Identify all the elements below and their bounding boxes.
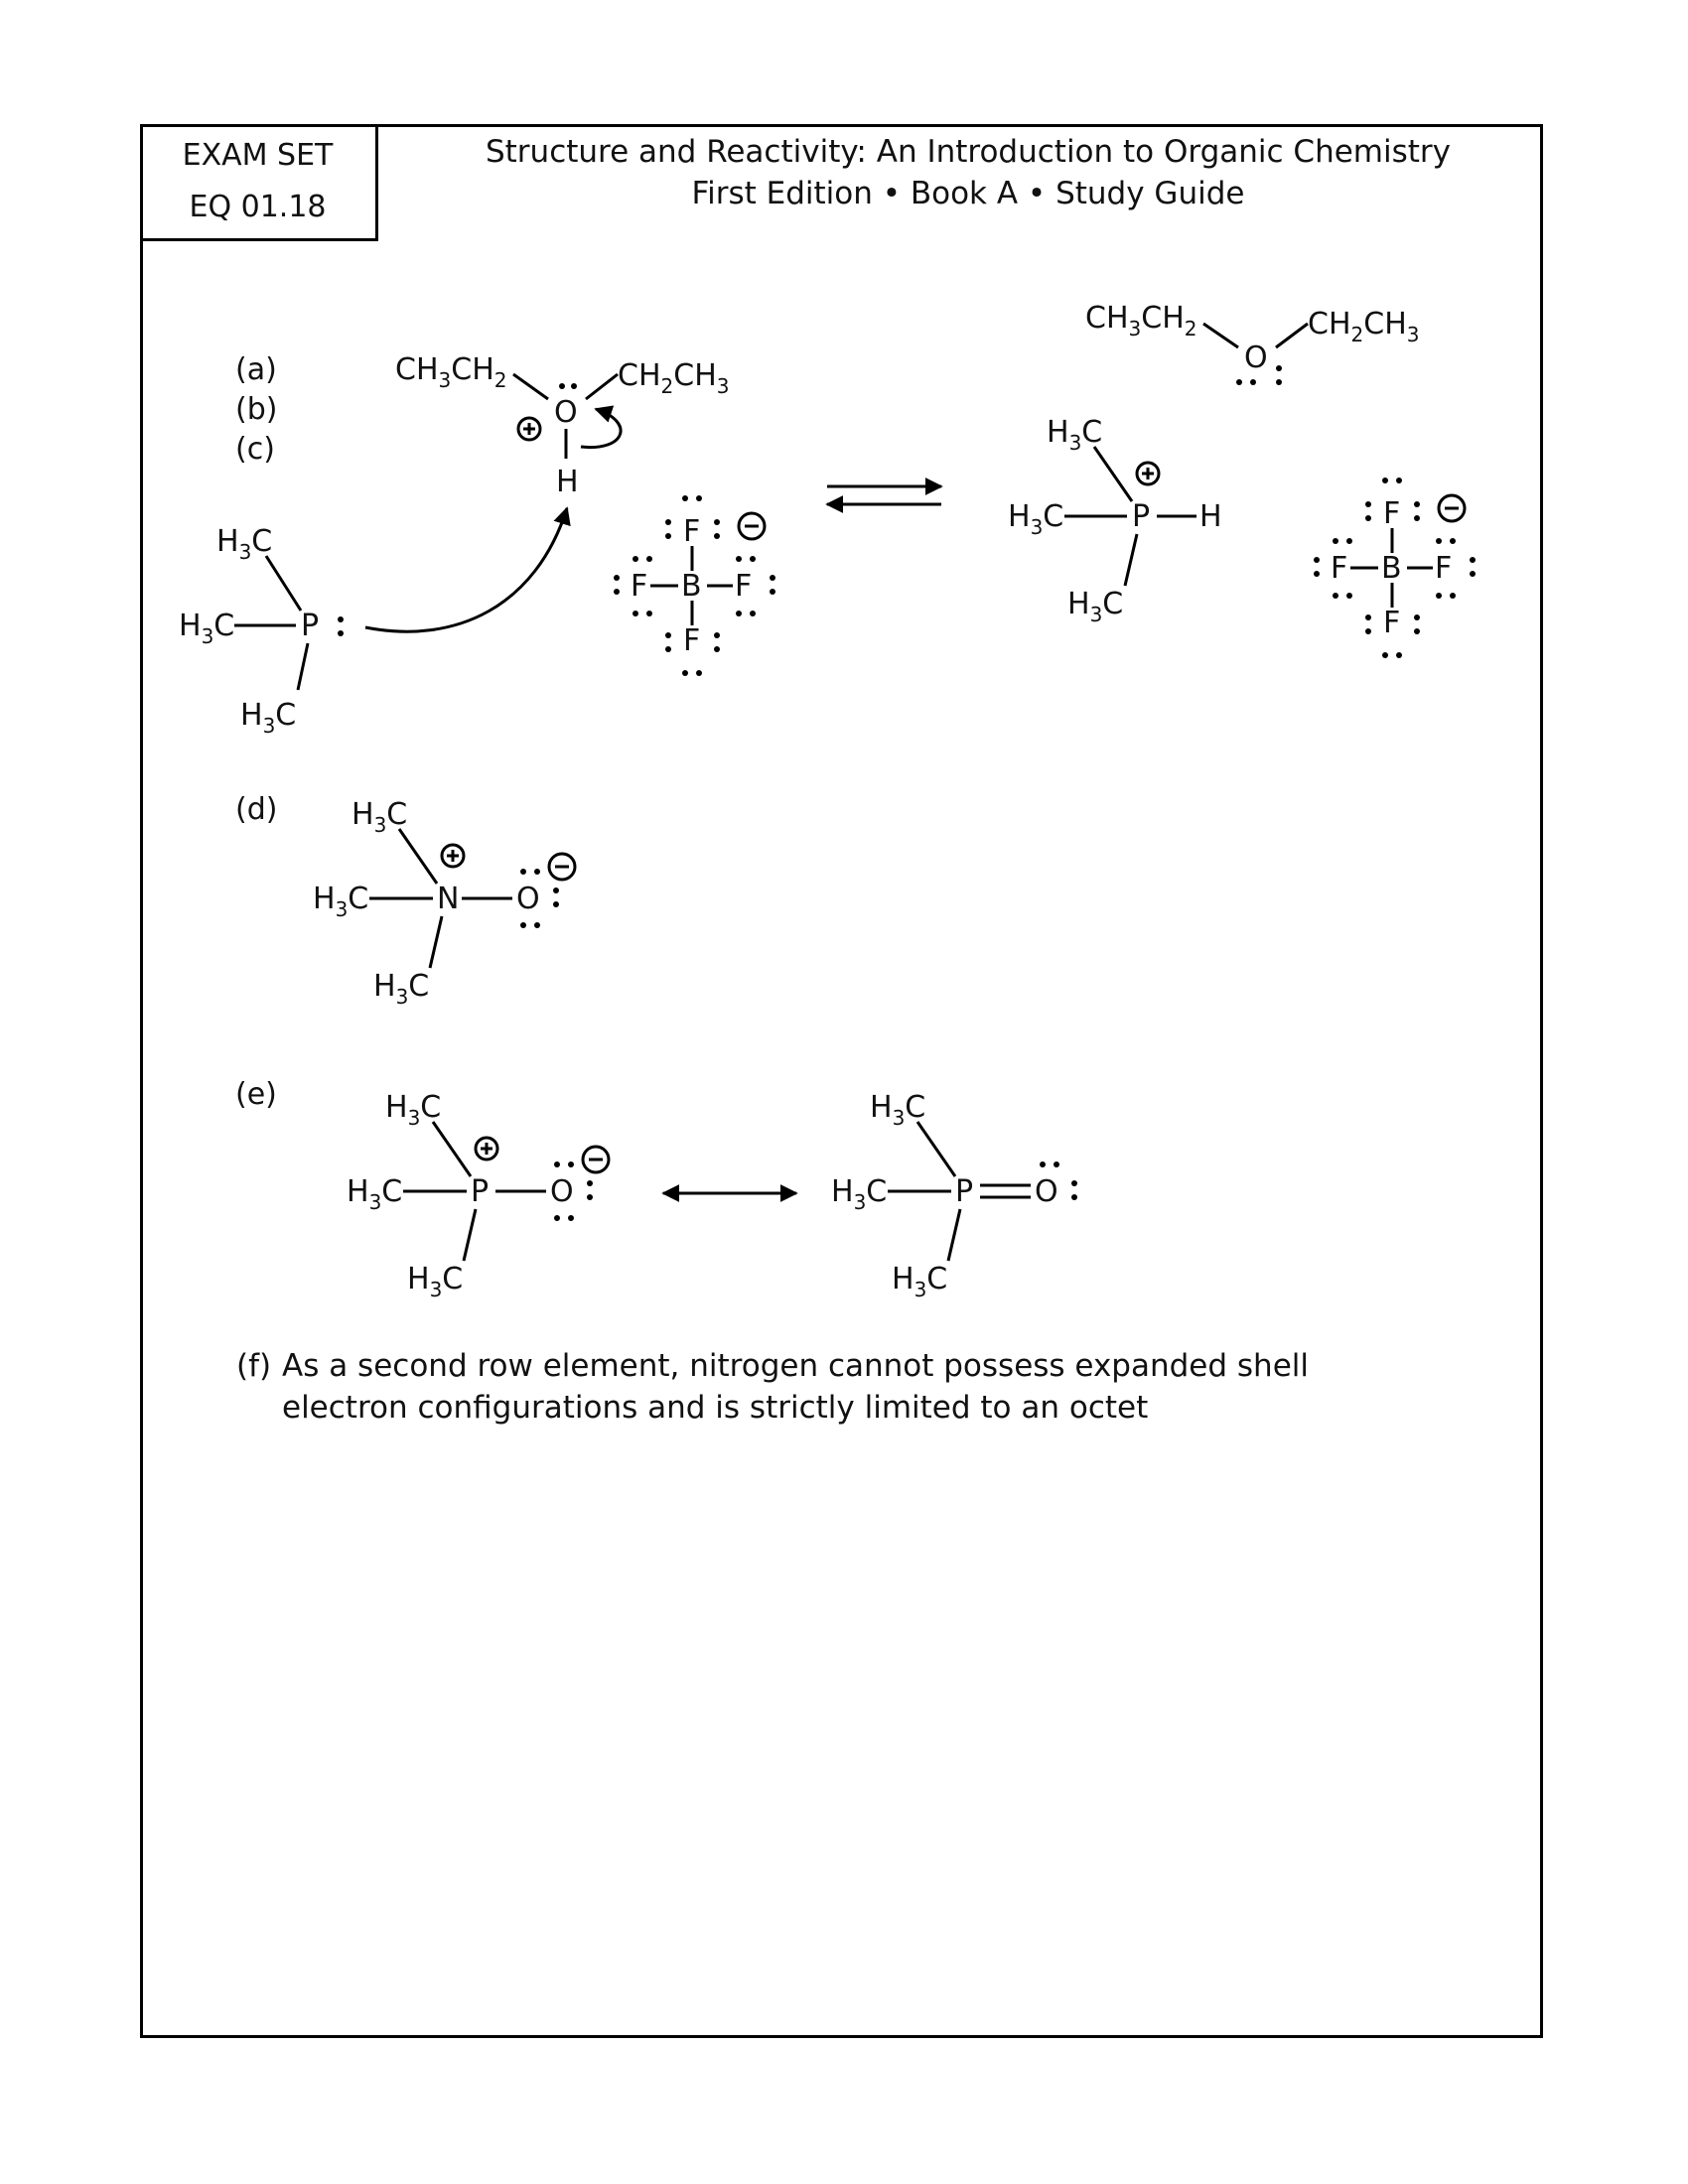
exam-question-id: EQ 01.18 <box>189 190 327 224</box>
svg-text:F: F <box>735 569 752 604</box>
curved-arrow-attack <box>364 506 571 633</box>
diethyl-ether: CH3CH2 O CH2CH3 <box>1085 301 1420 385</box>
svg-text:F: F <box>683 514 700 549</box>
svg-text:H: H <box>1199 499 1222 534</box>
label-d: (d) <box>235 792 277 827</box>
oxonium-hydrogen: H <box>556 465 579 499</box>
svg-text:H3C: H3C <box>385 1090 441 1130</box>
oxonium-oxygen: O <box>554 395 578 430</box>
svg-text:F: F <box>1435 551 1452 586</box>
svg-text:H3C: H3C <box>373 969 429 1009</box>
label-c: (c) <box>235 432 275 467</box>
svg-text:F: F <box>1331 551 1347 586</box>
ethyl-left: CH3CH2 <box>395 352 507 392</box>
book-subtitle: First Edition • Book A • Study Guide <box>691 176 1245 211</box>
svg-text:H3C: H3C <box>216 524 272 564</box>
svg-text:CH2CH3: CH2CH3 <box>1308 307 1420 346</box>
svg-text:H3C: H3C <box>870 1090 925 1130</box>
svg-text:B: B <box>681 569 702 604</box>
phosphine-oxide-double-bond-form: H3C H3C H3C P O <box>831 1090 1077 1301</box>
svg-text:O: O <box>516 882 540 916</box>
svg-text:F: F <box>631 569 647 604</box>
svg-text:P: P <box>955 1174 973 1209</box>
label-b: (b) <box>235 392 277 427</box>
svg-text:H3C: H3C <box>407 1262 463 1301</box>
label-f: (f) <box>236 1348 272 1384</box>
page-header: Structure and Reactivity: An Introductio… <box>397 131 1539 214</box>
oxonium-ion: CH3CH2 O CH2CH3 H <box>395 352 730 499</box>
svg-text:B: B <box>1381 551 1402 586</box>
svg-text:F: F <box>683 623 700 658</box>
svg-text:F: F <box>1383 496 1400 531</box>
tetrafluoroborate-right: F F B F F <box>1314 478 1476 658</box>
ethyl-right: CH2CH3 <box>618 358 730 398</box>
svg-text:H3C: H3C <box>352 797 407 837</box>
svg-text:H3C: H3C <box>179 609 234 648</box>
svg-text:N: N <box>437 882 459 916</box>
label-a: (a) <box>235 352 277 387</box>
phosphorus: P <box>301 609 319 643</box>
negative-charge <box>737 511 767 541</box>
svg-text:H3C: H3C <box>313 882 368 921</box>
svg-text:F: F <box>1383 606 1400 640</box>
trimethylamine-n-oxide: H3C H3C H3C N O <box>313 797 577 1009</box>
exam-set-label: EXAM SET <box>182 138 334 173</box>
svg-text:H3C: H3C <box>1067 587 1123 626</box>
svg-text:H3C: H3C <box>831 1174 887 1214</box>
phosphine-oxide-ylide-form: H3C H3C H3C P O <box>347 1090 611 1301</box>
svg-text:CH3CH2: CH3CH2 <box>1085 301 1197 341</box>
svg-text:H3C: H3C <box>1008 499 1063 539</box>
trimethylphosphonium: H3C H3C H3C P H <box>1008 415 1222 626</box>
svg-text:P: P <box>471 1174 489 1209</box>
svg-text:O: O <box>1035 1174 1058 1209</box>
svg-text:H3C: H3C <box>892 1262 947 1301</box>
svg-text:O: O <box>1244 341 1268 375</box>
equilibrium-arrows <box>825 478 943 513</box>
label-e: (e) <box>235 1077 277 1112</box>
trimethylphosphine: H3C H3C H3C P <box>179 506 571 738</box>
exam-id-box: EXAM SET EQ 01.18 <box>140 124 378 241</box>
tetrafluoroborate-left: F F B F F <box>614 495 775 676</box>
svg-text:O: O <box>550 1174 574 1209</box>
curved-arrow-bond <box>580 405 623 450</box>
positive-charge <box>516 416 542 442</box>
svg-text:H3C: H3C <box>1047 415 1102 455</box>
svg-text:P: P <box>1132 499 1150 534</box>
page-frame <box>140 124 1543 2038</box>
svg-text:H3C: H3C <box>347 1174 402 1214</box>
book-title: Structure and Reactivity: An Introductio… <box>485 134 1452 170</box>
svg-text:H3C: H3C <box>240 698 296 738</box>
answer-f-text: As a second row element, nitrogen cannot… <box>282 1348 1310 1426</box>
